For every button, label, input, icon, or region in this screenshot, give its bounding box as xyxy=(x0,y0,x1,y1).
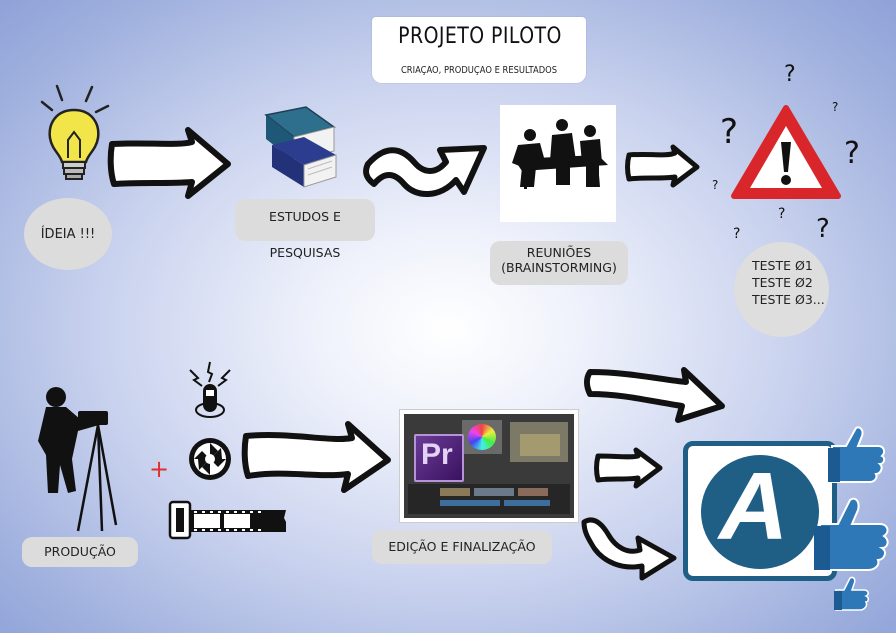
arrow-right-icon xyxy=(241,421,391,493)
microphone-icon xyxy=(189,361,231,418)
tests-circle xyxy=(734,242,829,337)
page-subtitle: CRIAÇÃO, PRODUÇÃO E RESULTADOS xyxy=(400,65,558,76)
test-item: TESTE Ø2 xyxy=(752,275,813,290)
question-mark-icon: ? xyxy=(816,214,830,244)
curved-arrow-icon xyxy=(363,145,487,198)
thumbs-up-icon xyxy=(814,497,889,571)
thumbs-up-icon xyxy=(828,426,886,483)
arrow-right-icon xyxy=(594,447,663,489)
aperture-icon xyxy=(189,438,231,480)
question-mark-icon: ? xyxy=(832,100,839,114)
question-mark-icon: ? xyxy=(784,62,796,87)
question-mark-icon: ? xyxy=(844,136,860,171)
brand-logo-circle xyxy=(701,455,819,569)
arrow-right-icon xyxy=(107,127,231,199)
test-item: TESTE Ø3... xyxy=(752,292,825,307)
question-mark-icon: ? xyxy=(733,226,741,242)
books-icon xyxy=(264,106,337,188)
producao-text: PRODUÇÃO xyxy=(44,544,116,559)
question-mark-icon: ? xyxy=(712,178,719,192)
ideia-label: ÍDEIA !!! xyxy=(24,198,112,270)
thumbs-up-icon xyxy=(834,576,870,611)
plus-sign: + xyxy=(149,455,170,483)
edicao-text: EDIÇÃO E FINALIZAÇÃO xyxy=(388,539,536,554)
arrow-right-icon xyxy=(625,144,700,188)
title-box xyxy=(372,17,586,83)
estudos-text: ESTUDOS E PESQUISAS xyxy=(269,209,341,260)
lightbulb-icon xyxy=(40,84,110,180)
reunioes-label: REUNIÕES (BRAINSTORMING) xyxy=(490,241,628,285)
tests-list: TESTE Ø1 TESTE Ø2 TESTE Ø3... xyxy=(752,257,825,308)
curved-arrow-icon xyxy=(581,517,677,581)
test-item: TESTE Ø1 xyxy=(752,258,813,273)
edicao-label: EDIÇÃO E FINALIZAÇÃO xyxy=(372,530,552,564)
arrow-right-icon xyxy=(584,367,725,423)
warning-icon xyxy=(731,105,841,199)
premiere-logo-text: Pr xyxy=(421,438,453,471)
question-mark-icon: ? xyxy=(720,112,739,152)
estudos-label: ESTUDOS E PESQUISAS xyxy=(235,199,375,260)
producao-label: PRODUÇÃO xyxy=(22,537,138,567)
cameraman-icon xyxy=(38,387,118,532)
question-mark-icon: ? xyxy=(778,206,786,222)
brand-logo-letter: A xyxy=(719,453,789,560)
page-title: PROJETO PILOTO xyxy=(398,24,562,49)
meeting-image xyxy=(500,105,616,222)
reunioes-line2: (BRAINSTORMING) xyxy=(501,260,617,275)
premiere-logo: Pr xyxy=(414,434,464,482)
film-strip-icon xyxy=(168,500,286,540)
editing-software-image: Pr xyxy=(400,410,578,522)
reunioes-line1: REUNIÕES xyxy=(526,245,592,260)
